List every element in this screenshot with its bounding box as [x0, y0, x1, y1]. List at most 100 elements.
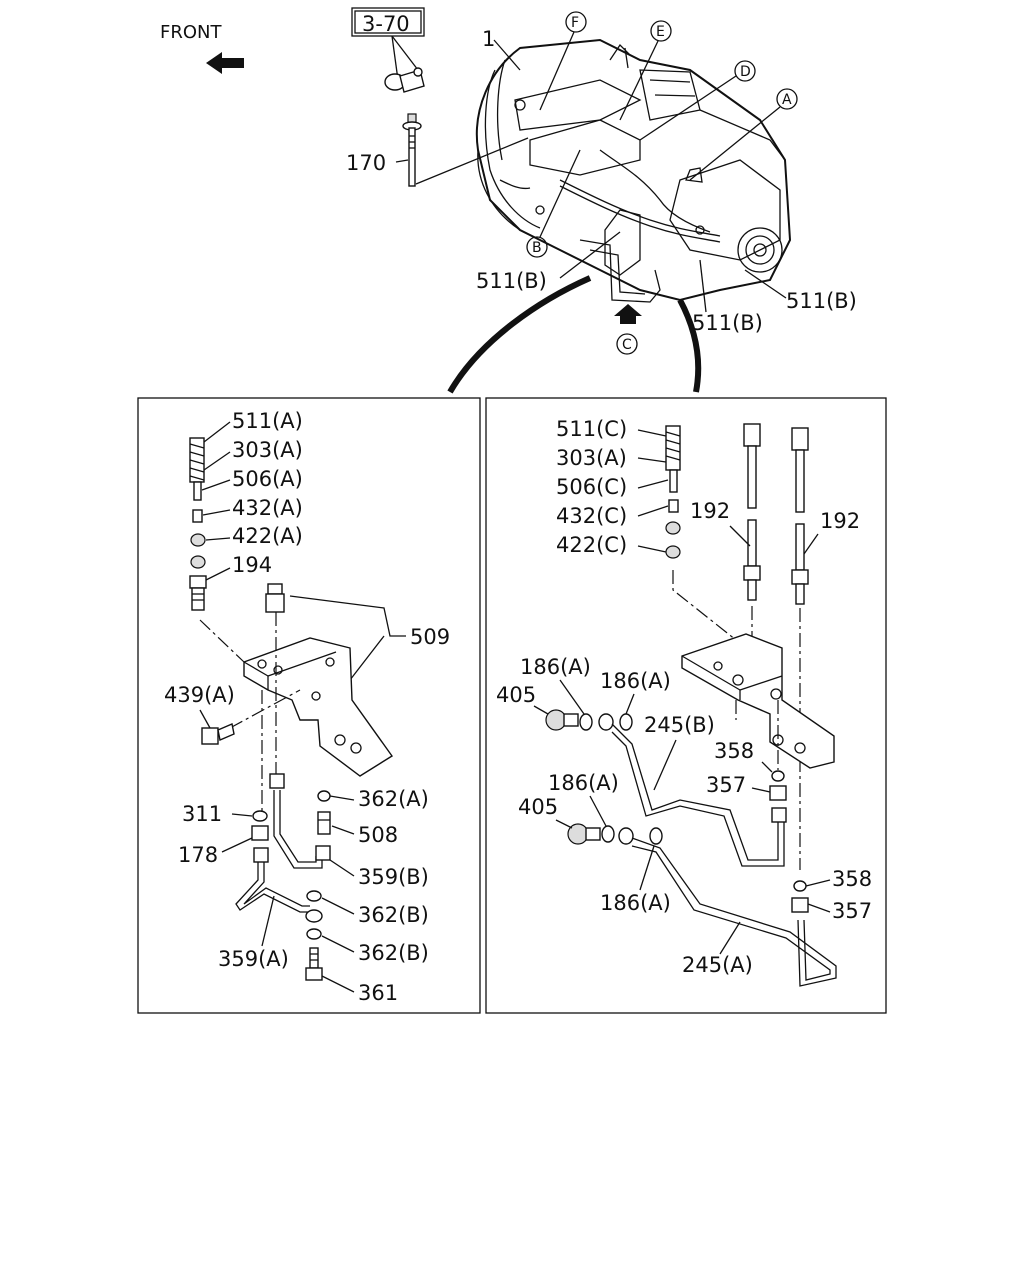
- pipe-359a: [235, 847, 310, 913]
- clip-part: [384, 67, 425, 93]
- circle-d: D: [734, 60, 756, 82]
- label-362b-2: 362(B): [358, 941, 429, 965]
- label-359a: 359(A): [218, 947, 289, 971]
- front-arrow-icon: [206, 52, 244, 74]
- label-186a-3: 186(A): [548, 771, 619, 795]
- label-405-2: 405: [518, 795, 558, 819]
- pin-506a: [193, 481, 202, 501]
- washer-311: [252, 810, 268, 822]
- label-357-1: 357: [706, 773, 746, 797]
- nut-357-2: [791, 897, 809, 913]
- label-511b-left: 511(B): [476, 269, 547, 293]
- label-358-2: 358: [832, 867, 872, 891]
- bracket-right: [681, 633, 835, 769]
- nut-178: [251, 825, 269, 841]
- washer-186a-4: [649, 827, 663, 845]
- spring-511a: [189, 437, 205, 483]
- nut-357-1: [769, 785, 787, 801]
- svg-text:F: F: [571, 15, 579, 31]
- circle-a: A: [776, 88, 798, 110]
- bracket-509: [243, 637, 394, 777]
- banjo-bolt-405-2: [567, 823, 601, 845]
- pipe-245a: [631, 837, 837, 987]
- label-245b: 245(B): [644, 713, 715, 737]
- label-186a-1: 186(A): [520, 655, 591, 679]
- nut-422c: [665, 545, 681, 559]
- fitting-194: [189, 575, 207, 611]
- washer-186a-1: [579, 713, 593, 731]
- label-303a-r: 303(A): [556, 446, 627, 470]
- label-509: 509: [410, 625, 450, 649]
- washer-358-2: [793, 880, 807, 892]
- circle-e: E: [650, 20, 672, 42]
- label-508: 508: [358, 823, 398, 847]
- transmission-assembly: [475, 38, 792, 303]
- label-194: 194: [232, 553, 272, 577]
- label-361: 361: [358, 981, 398, 1005]
- bolt-361: [305, 947, 323, 981]
- washer-358-1: [771, 770, 785, 782]
- label-405-1: 405: [496, 683, 536, 707]
- left-detail-panel: [137, 397, 481, 1014]
- washer-362b-1: [306, 890, 322, 902]
- label-506c: 506(C): [556, 475, 627, 499]
- label-192-right: 192: [820, 509, 860, 533]
- label-432c: 432(C): [556, 504, 627, 528]
- label-422c: 422(C): [556, 533, 627, 557]
- hose-192-left: [743, 423, 761, 601]
- fitting-508: [317, 811, 331, 835]
- front-label: FRONT: [160, 22, 222, 43]
- view-arrow-icon: [614, 304, 642, 324]
- circle-c: C: [616, 333, 638, 355]
- banjo-bolt-405-1: [545, 709, 579, 731]
- pin-506c: [669, 469, 678, 493]
- fitting-upper: [265, 583, 285, 613]
- label-362b-1: 362(B): [358, 903, 429, 927]
- label-1: 1: [482, 27, 495, 51]
- svg-text:A: A: [782, 92, 792, 108]
- eye-245a: [618, 827, 634, 845]
- label-511b-mid: 511(B): [692, 311, 763, 335]
- washer-186a-2: [619, 713, 633, 731]
- hose-192-right: [791, 427, 809, 605]
- nut-small-r1: [665, 521, 681, 535]
- nut-422a: [190, 533, 206, 547]
- washer-362a: [317, 790, 331, 802]
- eye-245b: [598, 713, 614, 731]
- label-359b: 359(B): [358, 865, 429, 889]
- label-422a: 422(A): [232, 524, 303, 548]
- pipe-359b: [269, 773, 331, 869]
- label-178: 178: [178, 843, 218, 867]
- label-506a: 506(A): [232, 467, 303, 491]
- right-detail-panel: [485, 397, 887, 1014]
- circle-b: B: [526, 236, 548, 258]
- pipe-245b: [611, 723, 787, 867]
- svg-text:D: D: [740, 64, 751, 80]
- bolt-170: [402, 113, 422, 187]
- ref-box[interactable]: 3-70: [351, 7, 425, 37]
- svg-text:B: B: [532, 240, 542, 256]
- washer-432c: [668, 499, 679, 513]
- label-511c: 511(C): [556, 417, 627, 441]
- washer-186a-3: [601, 825, 615, 843]
- eye-fitting: [305, 909, 323, 923]
- label-170: 170: [346, 151, 386, 175]
- label-358-1: 358: [714, 739, 754, 763]
- label-311: 311: [182, 802, 222, 826]
- spring-511c: [665, 425, 681, 471]
- label-511a: 511(A): [232, 409, 303, 433]
- label-432a: 432(A): [232, 496, 303, 520]
- svg-text:E: E: [656, 24, 665, 40]
- label-439a: 439(A): [164, 683, 235, 707]
- label-357-2: 357: [832, 899, 872, 923]
- label-303a: 303(A): [232, 438, 303, 462]
- washer-432a: [192, 509, 203, 523]
- label-245a: 245(A): [682, 953, 753, 977]
- svg-text:C: C: [622, 337, 632, 353]
- label-186a-2: 186(A): [600, 669, 671, 693]
- circle-f: F: [565, 11, 587, 33]
- bolt-439a: [201, 723, 235, 745]
- label-192-left: 192: [690, 499, 730, 523]
- ref-box-label: 3-70: [362, 12, 410, 36]
